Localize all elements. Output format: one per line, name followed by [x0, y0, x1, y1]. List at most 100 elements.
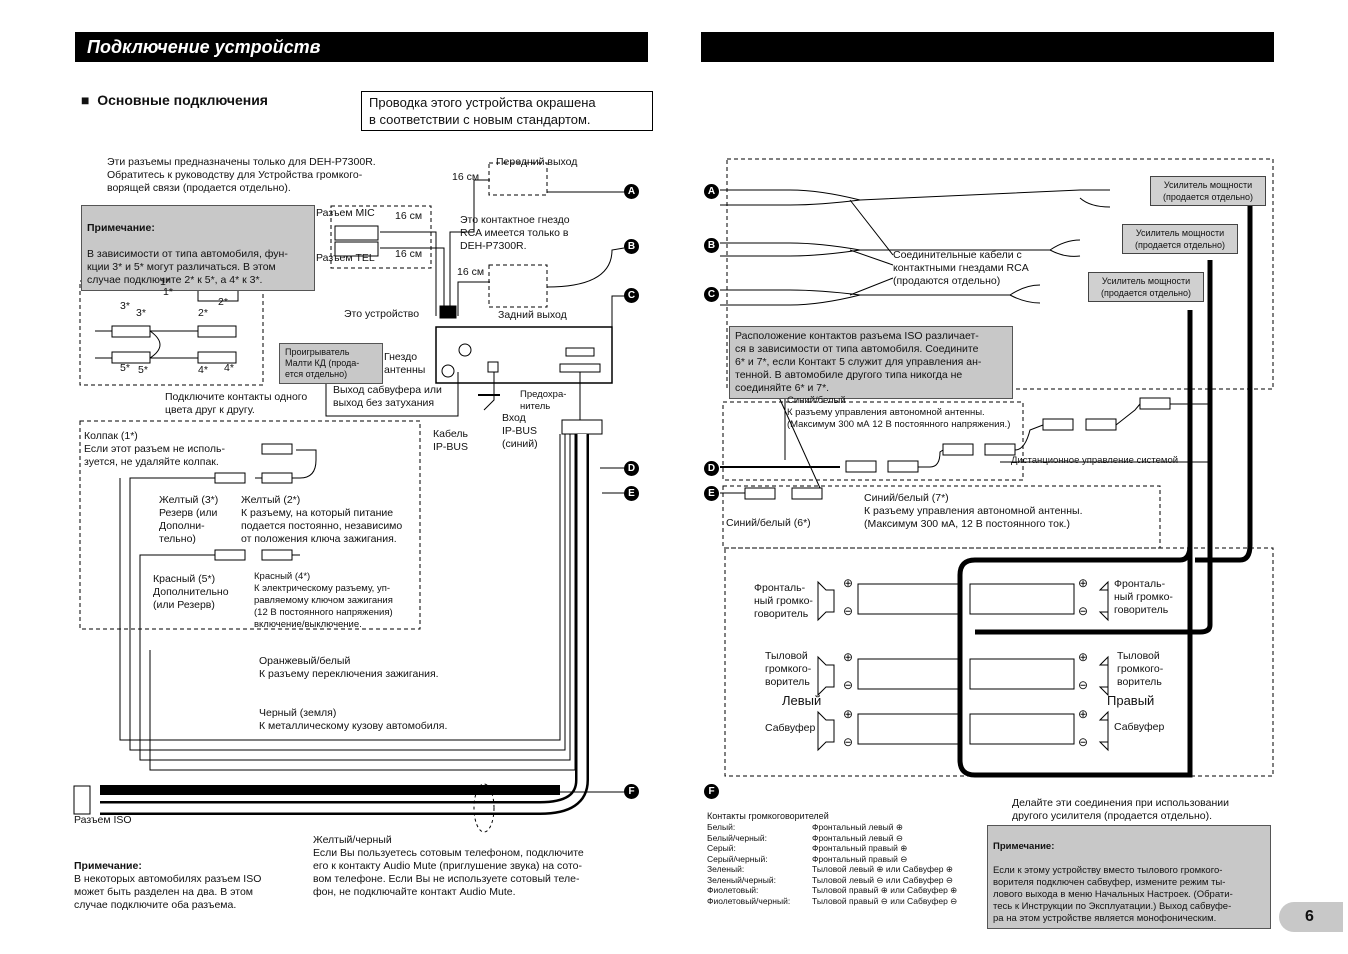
- legend-row: Зеленый:Тыловой левый ⊕ или Сабвуфер ⊕: [707, 864, 953, 874]
- blue-white-top: Синий/белый К разъему управления автоном…: [787, 395, 1011, 430]
- blue-white6-label: Синий/белый (6*): [726, 517, 811, 529]
- left-label: Левый: [782, 693, 822, 708]
- marker-c: C: [624, 288, 639, 303]
- note-body: В зависимости от типа автомобиля, фун- к…: [87, 248, 288, 286]
- pin-label: 5*: [120, 362, 130, 374]
- cap-label: Колпак (1*) Если этот разъем не исполь- …: [84, 430, 225, 468]
- plus-icon: ⊕: [843, 576, 854, 590]
- note-title: Примечание:: [87, 222, 155, 234]
- page-number: 6: [1279, 902, 1343, 932]
- subwoofer-note-box: Примечание: Если к этому устройству вмес…: [987, 825, 1271, 929]
- rear-speaker-right: Тыловой громкого- воритель: [1117, 650, 1164, 688]
- yellow3-label: Желтый (3*) Резерв (или Дополни- тельно): [159, 494, 219, 545]
- pin-label: 4*: [198, 364, 208, 376]
- marker-e-right: E: [704, 486, 719, 501]
- page-header-right: [701, 32, 1274, 62]
- pin-label: 2*: [218, 296, 228, 308]
- pin-label: 2*: [198, 307, 208, 319]
- page-title: Подключение устройств: [87, 37, 321, 57]
- legend-row: Фиолетовый:Тыловой правый ⊕ или Сабвуфер…: [707, 885, 958, 895]
- section-title: ■ Основные подключения: [81, 92, 268, 108]
- speaker-contacts-legend: Контакты громкоговорителей Белый:Фронтал…: [707, 810, 987, 906]
- plus-icon: ⊕: [1078, 707, 1089, 721]
- marker-a-right: A: [704, 184, 719, 199]
- yellow-black-label: Желтый/черный Если Вы пользуетесь сотовы…: [313, 834, 584, 898]
- plus-icon: ⊕: [843, 707, 854, 721]
- marker-a: A: [624, 184, 639, 199]
- red4-label: Красный (4*) К электрическому разъему, у…: [254, 571, 393, 630]
- front-speaker-right: Фронталь- ный громко- говоритель: [1114, 578, 1173, 616]
- head-unit: [435, 326, 613, 384]
- legend-row: Фиолетовый/черный:Тыловой правый ⊖ или С…: [707, 895, 958, 906]
- legend-row: Серый/черный:Фронтальный правый ⊖: [707, 853, 908, 864]
- legend-row: Белый/черный:Фронтальный левый ⊖: [707, 832, 903, 843]
- marker-f: F: [624, 784, 639, 799]
- legend-row: Серый:Фронтальный правый ⊕: [707, 843, 908, 853]
- iso-note: В некоторых автомобилях разъем ISO может…: [74, 873, 262, 911]
- rca-region: [726, 158, 1274, 390]
- pin-label: 5*: [138, 364, 148, 376]
- length-label: 16 см: [395, 210, 423, 222]
- amp-connection-note: Делайте эти соединения при использовании…: [1012, 797, 1229, 822]
- marker-c-right: C: [704, 287, 719, 302]
- sub-out-label: Выход сабвуфера или выход без затухания: [333, 384, 442, 409]
- pin-label: 1*: [163, 286, 173, 298]
- amplifier-box: Усилитель мощности (продается отдельно): [1122, 224, 1238, 254]
- this-unit-label: Это устройство: [344, 308, 420, 320]
- yellow2-label: Желтый (2*) К разъему, на который питани…: [241, 494, 403, 545]
- amplifier-box: Усилитель мощности (продается отдельно): [1088, 272, 1204, 302]
- legend-row: Зеленый/черный:Тыловой левый ⊖ или Сабву…: [707, 874, 953, 885]
- iso-note-title: Примечание:: [74, 860, 142, 872]
- amplifier-box: Усилитель мощности (продается отдельно): [1150, 176, 1266, 206]
- iso-label: Разъем ISO: [74, 814, 132, 826]
- minus-icon: ⊖: [1078, 735, 1089, 749]
- antenna-jack-label: Гнездо антенны: [384, 351, 426, 376]
- pin-label: 4*: [224, 362, 234, 374]
- blue-white7-label: Синий/белый (7*) К разъему управления ав…: [864, 492, 1083, 530]
- minus-icon: ⊖: [1078, 604, 1089, 618]
- standard-note: Проводка этого устройства окрашена в соо…: [361, 91, 653, 131]
- minus-icon: ⊖: [843, 604, 854, 618]
- marker-e: E: [624, 486, 639, 501]
- connect-same-label: Подключите контакты одного цвета друг к …: [165, 391, 308, 416]
- minus-icon: ⊖: [843, 735, 854, 749]
- length-label: 16 см: [395, 248, 423, 260]
- note-box: Примечание: В зависимости от типа автомо…: [81, 205, 315, 291]
- remote-label: Дистанционное управление системой: [1011, 455, 1179, 466]
- pin-label: 3*: [120, 300, 130, 312]
- mic-tel-frame: [330, 205, 432, 269]
- page-header-left: Подключение устройств: [75, 32, 648, 62]
- black-label: Черный (земля) К металлическому кузову а…: [259, 707, 448, 732]
- length-label: 16 см: [457, 266, 485, 278]
- plus-icon: ⊕: [843, 650, 854, 664]
- marker-d: D: [624, 461, 639, 476]
- rca-cables-label: Соединительные кабели с контактными гнез…: [893, 249, 1029, 287]
- mic-label: Разъем MIC: [316, 207, 375, 219]
- cd-player-box: Проигрыватель Малти КД (прода- ется отде…: [279, 343, 383, 384]
- subwoofer-left: Сабвуфер: [765, 722, 816, 734]
- speaker-contacts-title: Контакты громкоговорителей: [707, 811, 829, 821]
- marker-b-right: B: [704, 238, 719, 253]
- ipbus-in-label: Вход IP-BUS (синий): [502, 412, 538, 450]
- note-body: Если к этому устройству вместо тылового …: [993, 865, 1233, 924]
- minus-icon: ⊖: [1078, 678, 1089, 692]
- right-label: Правый: [1107, 693, 1155, 708]
- ipbus-cable-label: Кабель IP-BUS: [433, 428, 469, 453]
- legend-row: Белый:Фронтальный левый ⊕: [707, 822, 903, 832]
- red5-label: Красный (5*) Дополнительно (или Резерв): [153, 573, 229, 611]
- rear-speaker-left: Тыловой громкого- воритель: [765, 650, 812, 688]
- pin-label: 3*: [136, 307, 146, 319]
- connector-region: [79, 420, 421, 630]
- marker-b: B: [624, 239, 639, 254]
- bullet-icon: ■: [81, 92, 98, 108]
- marker-f-right: F: [704, 784, 719, 799]
- iso-pin-note: Расположение контактов разъема ISO разли…: [729, 326, 1013, 399]
- marker-d-right: D: [704, 461, 719, 476]
- tel-label: Разъем TEL: [316, 252, 375, 264]
- front-speaker-left: Фронталь- ный громко- говоритель: [754, 582, 813, 620]
- minus-icon: ⊖: [843, 678, 854, 692]
- fuse-label: Предохра- нитель: [520, 389, 567, 412]
- rear-out-label: Задний выход: [498, 309, 567, 321]
- plus-icon: ⊕: [1078, 576, 1089, 590]
